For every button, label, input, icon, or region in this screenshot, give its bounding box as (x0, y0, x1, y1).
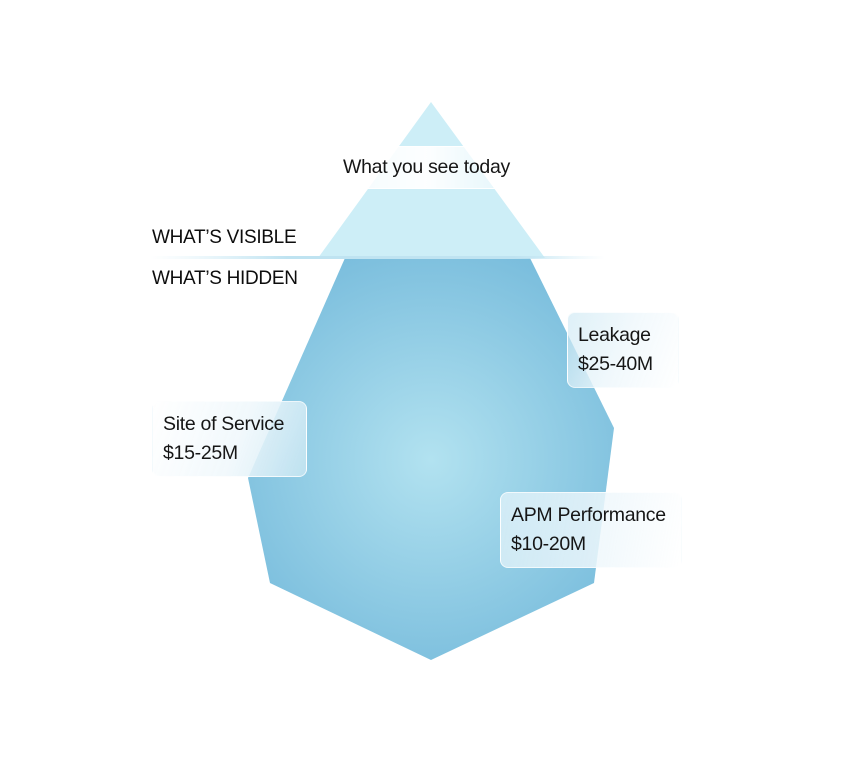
hidden-item-name: Leakage (578, 324, 651, 346)
tip-label-card: What you see today (333, 146, 520, 189)
hidden-item-value: $25-40M (578, 353, 653, 375)
hidden-item-value: $10-20M (511, 533, 586, 555)
hidden-item-card: Leakage $25-40M (567, 312, 679, 388)
hidden-item-name: APM Performance (511, 504, 666, 526)
whats-visible-label: WHAT’S VISIBLE (152, 227, 297, 248)
hidden-item-value: $15-25M (163, 442, 238, 464)
hidden-item-name: Site of Service (163, 413, 285, 435)
waterline (150, 256, 605, 259)
whats-hidden-label: WHAT’S HIDDEN (152, 268, 298, 289)
tip-label: What you see today (343, 156, 510, 178)
hidden-item-card: APM Performance $10-20M (500, 492, 682, 568)
hidden-item-card: Site of Service $15-25M (152, 401, 307, 477)
